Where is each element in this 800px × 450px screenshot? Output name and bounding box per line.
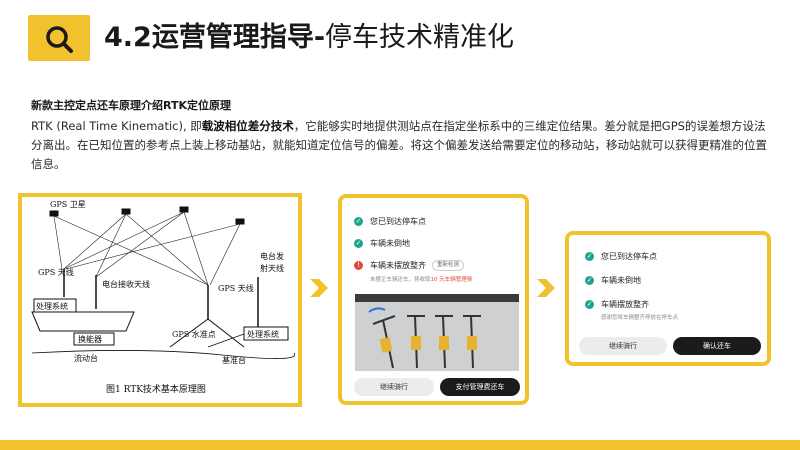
chevron-right-icon	[310, 279, 328, 297]
satellite-icon-1	[49, 210, 59, 217]
label-satellite: GPS 卫星	[50, 200, 86, 209]
check-circle-icon: ✓	[585, 300, 594, 309]
fee-hint-amount: 10 元车辆管理费	[430, 277, 473, 283]
continue-riding-button[interactable]: 继续骑行	[354, 378, 434, 396]
continue-riding-button[interactable]: 继续骑行	[579, 337, 667, 355]
label-base: 基准台	[222, 355, 246, 365]
diagram-caption: 图1 RTK技术基本原理图	[106, 383, 206, 395]
intro-paragraph: RTK (Real Time Kinematic), 即载波相位差分技术，它能够…	[31, 117, 773, 174]
para-part1: RTK (Real Time Kinematic), 即	[31, 119, 202, 133]
satellite-icon-3	[179, 206, 189, 213]
return-check-card-pass: ✓ 您已到达停车点 ✓ 车辆未倒地 ✓ 车辆摆放整齐 感谢您将车辆整齐停放在停车…	[565, 231, 771, 366]
parking-photo	[355, 294, 519, 371]
check-row-parking: ✓ 您已到达停车点	[354, 216, 426, 227]
check-label-not-fallen: 车辆未倒地	[601, 276, 641, 285]
page-title-bold: 4.2运营管理指导-	[104, 22, 326, 53]
fee-hint-prefix: 未摆正车辆还车，将收取	[370, 277, 431, 283]
para-bold: 载波相位差分技术	[201, 119, 294, 133]
label-processing-right: 处理系统	[247, 329, 279, 339]
check-row-not-fallen: ✓ 车辆未倒地	[354, 238, 410, 249]
chevron-right-icon	[537, 279, 555, 297]
check-label-parking: 您已到达停车点	[370, 217, 426, 226]
check-label-not-fallen: 车辆未倒地	[370, 239, 410, 248]
recheck-button[interactable]: 重新检测	[432, 260, 465, 271]
check-circle-icon: ✓	[585, 252, 594, 261]
para-part2: ，它能够实时地提供测站点在指定坐标系中的三维定位结果。差分就是把GPS的误差想方…	[31, 119, 767, 171]
check-label-alignment: 车辆未摆放整齐	[370, 261, 426, 270]
check-circle-icon: ✓	[585, 276, 594, 285]
rtk-diagram-drawing: GPS 卫星 GPS 天线 电台接收天线 处理系统 换能器 流动台 GPS 天线…	[31, 200, 296, 395]
footer-accent-bar	[0, 440, 800, 450]
section-subheading: 新款主控定点还车原理介绍RTK定位原理	[31, 99, 232, 112]
label-radio-rx-antenna: 电台接收天线	[102, 279, 150, 289]
check-circle-icon: ✓	[354, 217, 363, 226]
bikes-illustration	[368, 307, 481, 369]
processing-box-right	[243, 326, 289, 341]
page-title-normal: 停车技术精准化	[325, 22, 515, 53]
pay-fee-return-button[interactable]: 支付管理费还车	[440, 378, 520, 396]
label-rover: 流动台	[74, 353, 98, 363]
fee-hint: 未摆正车辆还车，将收取10 元车辆管理费	[370, 275, 472, 283]
label-processing-left: 处理系统	[36, 301, 68, 311]
label-gps-antenna-left-text: GPS 天线	[38, 267, 74, 277]
receiver-box	[73, 332, 115, 346]
check-circle-icon: ✓	[354, 239, 363, 248]
page-title: 4.2运营管理指导-停车技术精准化	[104, 20, 514, 56]
label-gps-antenna-right: GPS 天线	[218, 283, 254, 293]
check-row-parking: ✓ 您已到达停车点	[585, 251, 657, 262]
check-row-aligned: ✓ 车辆摆放整齐	[585, 299, 649, 310]
check-label-aligned: 车辆摆放整齐	[601, 300, 649, 309]
confirm-return-button[interactable]: 确认还车	[673, 337, 761, 355]
satellite-icon-4	[235, 218, 245, 225]
return-check-card-fail: ✓ 您已到达停车点 ✓ 车辆未倒地 ! 车辆未摆放整齐 重新检测 未摆正车辆还车…	[338, 194, 529, 405]
label-radio-tx-antenna-1: 电台发	[260, 251, 284, 261]
label-radio-tx-antenna-2: 射天线	[260, 263, 284, 273]
thanks-hint: 感谢您将车辆整齐停放在停车点	[601, 315, 679, 321]
check-row-not-fallen: ✓ 车辆未倒地	[585, 275, 641, 286]
check-row-alignment: ! 车辆未摆放整齐 重新检测	[354, 260, 465, 271]
warning-circle-icon: !	[354, 261, 363, 270]
check-label-parking: 您已到达停车点	[601, 252, 657, 261]
satellite-icon-2	[121, 208, 131, 215]
label-receiver: 换能器	[78, 334, 102, 344]
label-gps-benchmark: GPS 水准点	[172, 329, 216, 339]
search-icon-box	[28, 15, 90, 61]
search-icon	[46, 26, 73, 53]
rtk-diagram: GPS 卫星 GPS 天线 电台接收天线 处理系统 换能器 流动台 GPS 天线…	[18, 193, 302, 407]
